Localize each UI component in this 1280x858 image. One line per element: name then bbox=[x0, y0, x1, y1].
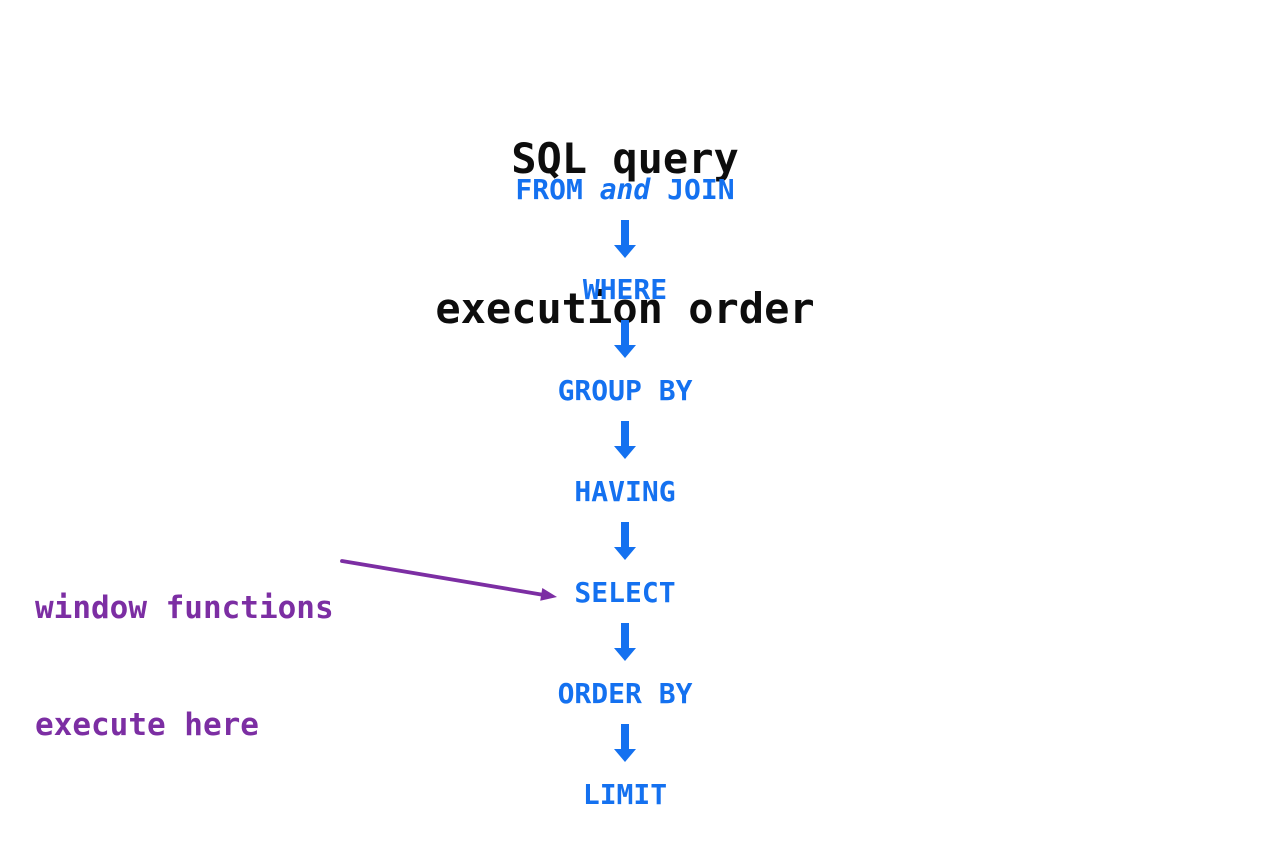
flow-step-having: HAVING bbox=[574, 475, 676, 508]
arrow-stem bbox=[621, 220, 629, 245]
arrow-down-icon bbox=[614, 623, 636, 661]
annotation-line1: window functions bbox=[35, 590, 334, 626]
arrow-head bbox=[614, 446, 636, 459]
arrow-head bbox=[614, 648, 636, 661]
arrow-stem bbox=[621, 522, 629, 547]
flow-step-join-label: JOIN bbox=[650, 173, 735, 206]
arrow-head bbox=[614, 345, 636, 358]
arrow-down-icon bbox=[614, 522, 636, 560]
flow-step-group-by: GROUP BY bbox=[557, 374, 693, 407]
arrow-down-icon bbox=[614, 421, 636, 459]
flow-step-from-and-join: FROM and JOIN bbox=[0, 170, 1250, 210]
flow-step-order-by: ORDER BY bbox=[557, 677, 693, 710]
diagram-title-line1: SQL query bbox=[511, 134, 739, 183]
arrow-down-icon bbox=[614, 724, 636, 762]
flow-step-where: WHERE bbox=[582, 273, 668, 306]
flow-step-limit: LIMIT bbox=[582, 778, 668, 811]
arrow-head bbox=[614, 749, 636, 762]
arrow-head bbox=[614, 547, 636, 560]
flow-step-from-label: FROM bbox=[515, 173, 600, 206]
arrow-stem bbox=[621, 724, 629, 749]
arrow-stem bbox=[621, 623, 629, 648]
arrow-stem bbox=[621, 320, 629, 345]
arrow-head bbox=[614, 245, 636, 258]
flow-step-select: SELECT bbox=[574, 576, 676, 609]
arrow-down-icon bbox=[614, 220, 636, 258]
annotation-window-functions: window functions execute here bbox=[35, 511, 334, 784]
arrow-stem bbox=[621, 421, 629, 446]
flow-step-conjunction: and bbox=[599, 173, 651, 206]
annotation-line2: execute here bbox=[35, 707, 259, 743]
arrow-down-icon bbox=[614, 320, 636, 358]
